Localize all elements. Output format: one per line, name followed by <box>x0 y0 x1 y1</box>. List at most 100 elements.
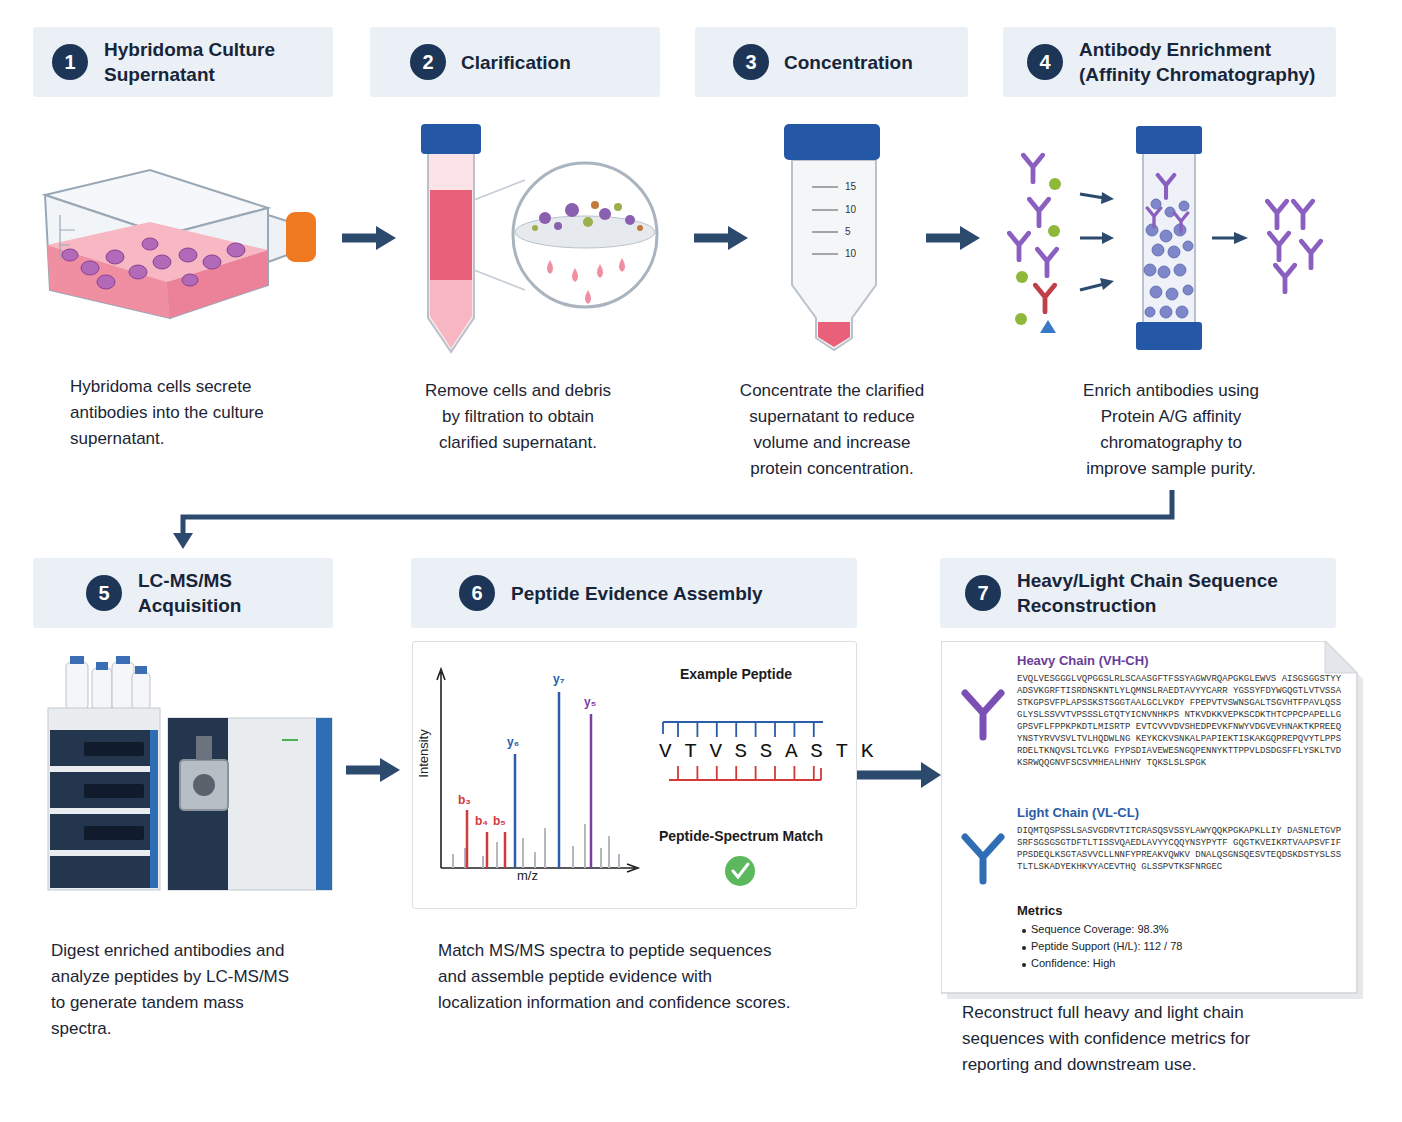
step-number: 6 <box>459 575 495 611</box>
flow-arrow <box>857 762 941 788</box>
sequence-document: Heavy Chain (VH-CH) EVQLVESGGGLVQPGGSLRLS… <box>941 641 1357 993</box>
peak-label: y₇ <box>553 672 564 686</box>
step-title: Clarification <box>461 50 571 75</box>
peak <box>572 846 574 868</box>
chain-heading: Heavy Chain (VH-CH) <box>1017 653 1148 668</box>
metric-item: Sequence Coverage: 98.3% <box>1031 923 1169 935</box>
step-description: Concentrate the clarified supernatant to… <box>726 378 938 482</box>
fragment-ladder <box>663 722 823 737</box>
step-description: Digest enriched antibodies and analyze p… <box>51 938 307 1042</box>
step-header: LC-MS/MS Acquisition 5 <box>33 558 333 628</box>
lcms-instrument <box>48 656 332 890</box>
peak <box>496 842 498 868</box>
evidence-panel: y₇y₅y₆b₃b₄b₅Intensitym/zExample PeptideV… <box>412 641 857 909</box>
step-number: 7 <box>965 575 1001 611</box>
arrow-head <box>921 762 941 788</box>
page-fold <box>1325 641 1357 673</box>
peak <box>482 856 484 868</box>
tube-mark: 10 <box>845 248 856 259</box>
step-title: Antibody Enrichment (Affinity Chromatogr… <box>1079 37 1329 87</box>
step-number-circle: 7 <box>965 575 1001 611</box>
panel-heading: Peptide-Spectrum Match <box>651 828 831 844</box>
peak <box>522 838 524 868</box>
bullet-dot <box>1022 946 1026 950</box>
step-description: Enrich antibodies using Protein A/G affi… <box>1074 378 1268 482</box>
step-title: Hybridoma Culture Supernatant <box>104 37 284 87</box>
bullet-dot <box>1022 929 1026 933</box>
axes <box>437 669 638 872</box>
chain-heading: Light Chain (VL-CL) <box>1017 805 1139 820</box>
step-header: Heavy/Light Chain Sequence Reconstructio… <box>940 558 1336 628</box>
page <box>941 641 1357 993</box>
step-description: Match MS/MS spectra to peptide sequences… <box>438 938 798 1016</box>
peak <box>514 754 517 868</box>
step-title: LC-MS/MS Acquisition <box>138 568 278 618</box>
antibody-icon <box>965 837 1001 881</box>
tube-mark: 5 <box>845 226 851 237</box>
peak <box>590 714 593 868</box>
step-number-circle: 4 <box>1027 44 1063 80</box>
peptide-sequence: V T V S S A S T K <box>659 740 873 763</box>
metric-item: Peptide Support (H/L): 112 / 78 <box>1031 940 1182 952</box>
arrow-shaft <box>857 771 923 780</box>
step-title: Concentration <box>784 50 913 75</box>
step-description: Reconstruct full heavy and light chain s… <box>962 1000 1274 1078</box>
step-number-circle: 6 <box>459 575 495 611</box>
step-number: 1 <box>52 44 88 80</box>
step-number-circle: 5 <box>86 575 122 611</box>
axis-label: Intensity <box>416 729 431 777</box>
step-description: Remove cells and debris by filtration to… <box>415 378 621 456</box>
step-number: 4 <box>1027 44 1063 80</box>
bullet-dot <box>1022 963 1026 967</box>
culture-flask <box>45 170 316 318</box>
peak <box>544 828 546 868</box>
step-number-circle: 3 <box>733 44 769 80</box>
step-number: 3 <box>733 44 769 80</box>
fragment-ladder <box>669 766 821 780</box>
panel-heading: Example Peptide <box>653 666 819 682</box>
tube-mark: 15 <box>845 181 856 192</box>
step-number-circle: 1 <box>52 44 88 80</box>
peak-label: y₆ <box>507 735 519 749</box>
peak <box>452 854 454 868</box>
step-description: Hybridoma cells secrete antibodies into … <box>70 374 292 452</box>
metric-item: Confidence: High <box>1031 957 1115 969</box>
centrifuge-tube <box>421 124 657 352</box>
concentrator-tube <box>784 124 880 350</box>
peak-label: b₄ <box>475 814 488 828</box>
step-header: Concentration 3 <box>695 27 968 97</box>
affinity-column <box>1009 126 1320 350</box>
peak-label: b₅ <box>493 814 506 828</box>
step-header: Clarification 2 <box>370 27 660 97</box>
peak-label: b₃ <box>458 793 471 807</box>
step-number-circle: 2 <box>410 44 446 80</box>
sequence-text: DIQMTQSPSSLSASVGDRVTITCRASQSVSSYLAWYQQKP… <box>1017 825 1342 873</box>
peak <box>464 848 466 868</box>
step-title: Peptide Evidence Assembly <box>511 581 763 606</box>
step-number: 5 <box>86 575 122 611</box>
check-mark <box>733 864 748 877</box>
peak-label: y₅ <box>584 695 596 709</box>
peak <box>608 836 610 868</box>
peak <box>600 848 602 868</box>
tube-mark: 10 <box>845 204 856 215</box>
sequence-text: EVQLVESGGGLVQPGGSLRLSCAASGFTFSSYAGWVRQAP… <box>1017 673 1342 769</box>
axis-label: m/z <box>517 868 538 883</box>
step-number: 2 <box>410 44 446 80</box>
peak <box>534 852 536 868</box>
check-mark <box>725 856 755 886</box>
step-header: Peptide Evidence Assembly 6 <box>411 558 857 628</box>
peak <box>558 692 561 868</box>
spectrum-art <box>413 642 858 910</box>
step-header: Antibody Enrichment (Affinity Chromatogr… <box>1003 27 1336 97</box>
antibody-icon <box>965 693 1001 737</box>
peak <box>486 832 489 868</box>
step-header: Hybridoma Culture Supernatant 1 <box>33 27 333 97</box>
peak <box>618 854 620 868</box>
peak <box>504 832 507 868</box>
peak <box>584 824 586 868</box>
peak <box>466 810 469 868</box>
metrics-heading: Metrics <box>1017 903 1063 918</box>
